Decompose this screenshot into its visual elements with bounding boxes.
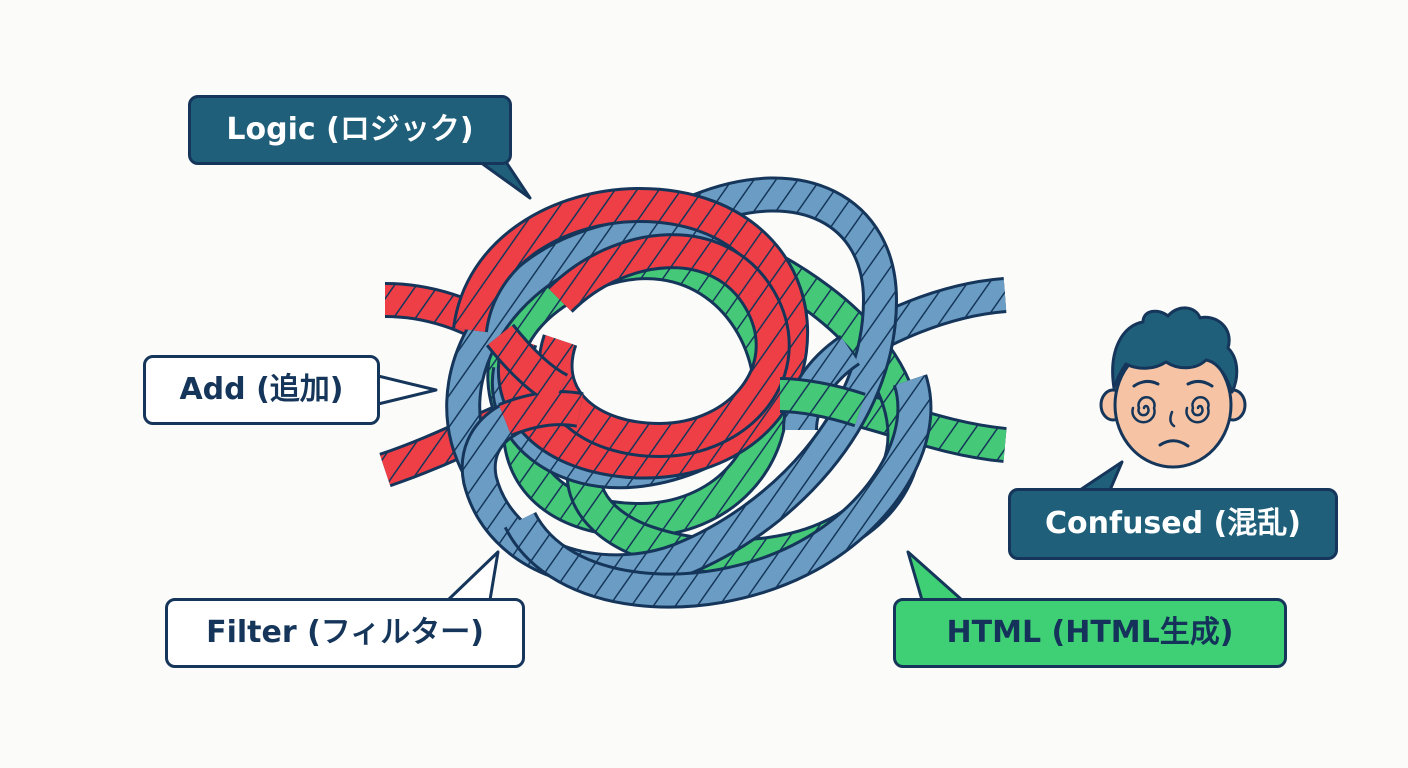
- rope-blue-loop-outer: [460, 176, 899, 590]
- filter-callout: Filter (フィルター): [165, 598, 525, 668]
- rope-red-connectors: [485, 323, 584, 437]
- html-callout: HTML (HTML生成): [893, 598, 1287, 668]
- logic-label: Logic (ロジック): [226, 112, 474, 147]
- html-label: HTML (HTML生成): [946, 615, 1234, 650]
- confused-callout: Confused (混乱): [1008, 488, 1338, 560]
- filter-label: Filter (フィルター): [206, 615, 484, 650]
- confused-label: Confused (混乱): [1045, 506, 1301, 541]
- filter-callout-tail: [446, 550, 500, 602]
- rope-green-end-right: [855, 392, 1007, 463]
- add-callout: Add (追加): [143, 355, 380, 425]
- logic-callout: Logic (ロジック): [188, 95, 512, 165]
- confused-face-icon: [1099, 306, 1247, 469]
- logic-callout-tail: [478, 160, 532, 200]
- html-callout-tail: [906, 550, 964, 602]
- add-callout-tail: [376, 374, 438, 406]
- rope-blue-loop-bottom: [503, 374, 933, 609]
- add-label: Add (追加): [179, 372, 344, 407]
- rope-red-loop-inner: [537, 233, 791, 459]
- rope-green-connector: [779, 377, 866, 428]
